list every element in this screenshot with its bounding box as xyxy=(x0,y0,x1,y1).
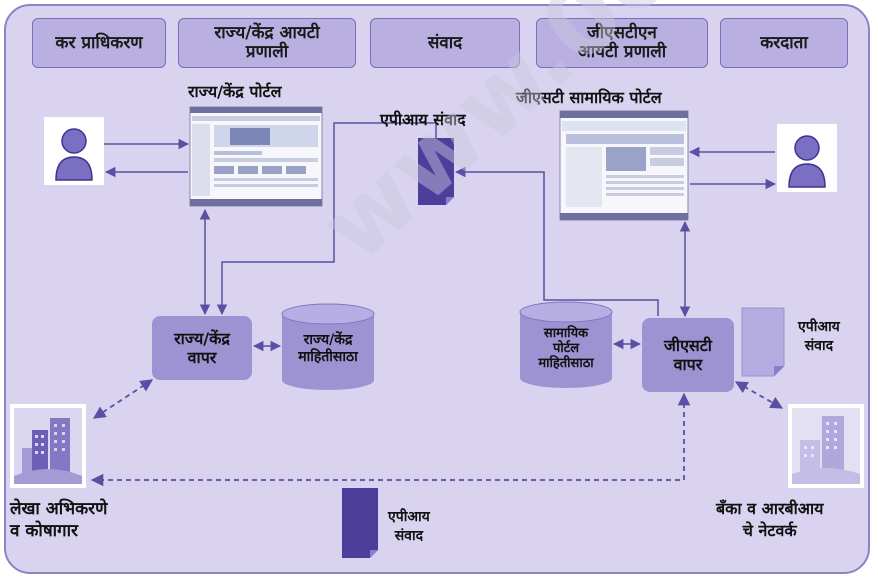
common-database-label: सामायिक पोर्टल माहितीसाठा xyxy=(538,326,594,371)
header-state-it-system: राज्य/केंद्र आयटी प्रणाली xyxy=(178,18,356,68)
api-document-icon-bottom xyxy=(342,488,378,558)
arrow-gst-user-to-api xyxy=(454,166,659,316)
api-communication-label-top: एपीआय संवाद xyxy=(380,110,466,129)
state-portal-screenshot xyxy=(189,106,323,207)
state-database-cylinder xyxy=(281,303,375,390)
state-database-label: राज्य/केंद्र माहितीसाठा xyxy=(298,332,358,365)
api-document-icon-right xyxy=(741,307,785,377)
api-communication-label-right: एपीआय संवाद xyxy=(798,319,840,354)
banks-building-icon xyxy=(788,404,864,488)
header-communication: संवाद xyxy=(370,18,520,68)
header-taxpayer: करदाता xyxy=(720,18,848,68)
common-database-cylinder xyxy=(519,301,613,388)
accounting-agencies-label: लेखा अभिकरणे व कोषागार xyxy=(10,499,108,541)
gst-common-portal-label: जीएसटी सामायिक पोर्टल xyxy=(516,88,662,107)
accounting-building-icon xyxy=(10,404,86,488)
arrow-gst-user-accounting xyxy=(90,392,691,487)
api-document-icon-top xyxy=(418,138,454,205)
taxpayer-person-icon xyxy=(777,124,837,192)
header-tax-authority: कर प्राधिकरण xyxy=(32,18,166,68)
banks-rbi-label: बँका व आरबीआय चे नेटवर्क xyxy=(716,499,824,540)
arrow-state-user-accounting xyxy=(92,379,154,419)
header-gstn-it-system: जीएसटीएन आयटी प्रणाली xyxy=(536,18,708,68)
arrow-gst-user-banks xyxy=(734,381,784,409)
tax-authority-person-icon xyxy=(44,117,104,185)
state-user-box: राज्य/केंद्र वापर xyxy=(152,316,252,380)
api-communication-label-bottom: एपीआय संवाद xyxy=(388,509,430,544)
connector-arrows xyxy=(104,122,777,352)
gst-portal-screenshot xyxy=(559,110,689,221)
dashed-connectors xyxy=(90,379,784,487)
arrow-api-to-state-user xyxy=(216,122,437,316)
gstn-user-box: जीएसटी वापर xyxy=(642,318,734,392)
state-portal-label: राज्य/केंद्र पोर्टल xyxy=(188,82,282,101)
